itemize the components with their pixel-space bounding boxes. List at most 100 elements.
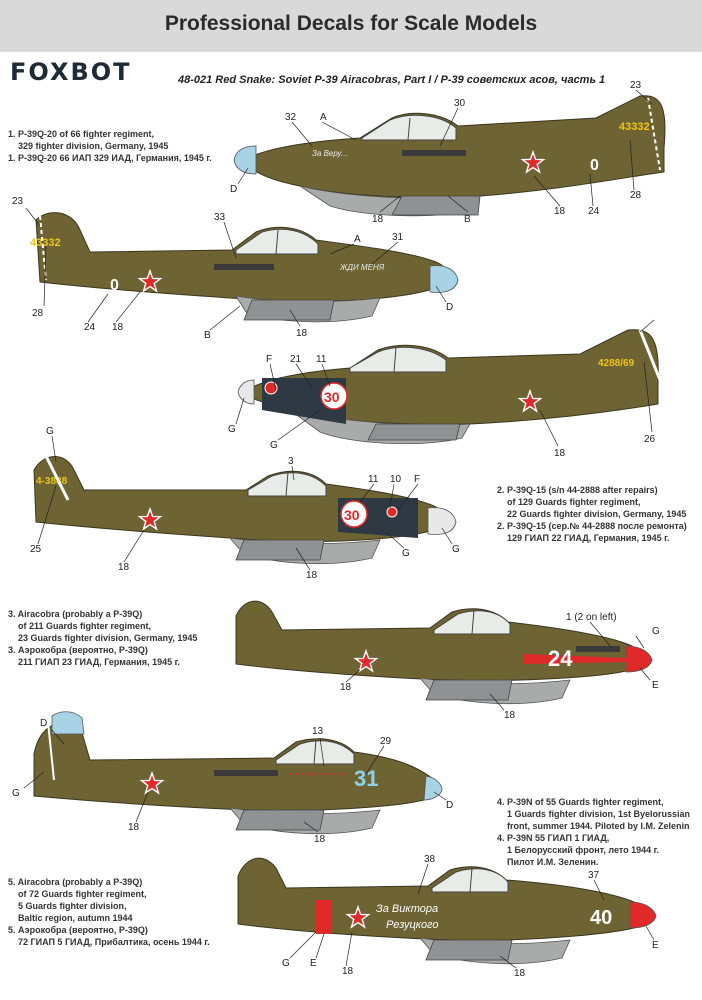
caption-4-line: 1 Белорусский фронт, лето 1944 г. [507,845,659,855]
callout-label: 23 [12,196,24,207]
caption-3-line: 3. Airacobra (probably a P-39Q) [8,609,143,619]
callout-label: 11 [316,354,327,365]
caption-5-line: 5. Аэрокобра (вероятно, P-39Q) [8,925,148,935]
tail-number: 43332 [30,237,61,249]
callout-label: D [230,184,237,195]
callout-label: A [320,112,327,123]
callout-label: 31 [392,232,404,243]
tactical-number: 24 [548,646,573,671]
tail-number: 43332 [619,121,650,133]
slogan: ЖДИ МЕНЯ [339,263,385,272]
caption-1-line: 1. P-39Q-20 66 ИАП 329 ИАД, Германия, 19… [8,153,212,163]
callout-label: 18 [504,710,516,721]
caption-4-line: front, summer 1944. Piloted by I.M. Zele… [507,821,690,831]
callout-label: 1 (2 on left) [566,612,617,623]
callout-label: E [652,940,659,951]
caption-1: 1. P-39Q-20 of 66 fighter regiment, 329 … [8,128,212,164]
callout-label: 32 [285,112,297,123]
callout-label: 18 [296,328,308,339]
caption-4-line: Пилот И.М. Зеленин. [507,857,599,867]
tactical-number: 0 [590,157,599,174]
caption-2-line: 2. P-39Q-15 (сер.№ 44-2888 после ремонта… [497,521,687,531]
slogan: За Веру... [312,149,348,158]
aircraft-4: 30 4-3888 [33,451,457,565]
callout-label: 18 [372,214,384,225]
callout-label: 3 [288,456,294,467]
caption-3-line: of 211 Guards fighter regiment, [18,621,152,631]
callout-label: 28 [630,190,642,201]
callout-label: F [266,354,272,365]
aircraft-5: 24 [235,600,653,705]
caption-2-line: of 129 Guards fighter regiment, [507,497,641,507]
aircraft-2: 0 43332 ЖДИ МЕНЯ [30,212,459,323]
callout-label: D [446,800,453,811]
callout-label: 18 [554,448,566,459]
callout-label: A [354,234,361,245]
callout-label: 26 [644,434,656,445]
callout-label: 38 [424,854,436,865]
callout-label: G [452,544,460,555]
slogan: За Виктора [376,903,438,915]
caption-2: 2. P-39Q-15 (s/n 44-2888 after repairs) … [497,484,687,544]
aircraft-1: 0 43332 За Веру... [233,95,666,217]
caption-4: 4. P-39N of 55 Guards fighter regiment, … [497,796,690,868]
callout-label: 21 [290,354,302,365]
caption-2-line: 22 Guards fighter division, Germany, 194… [507,509,687,519]
aircraft-7: За Виктора Резуцкого 40 [237,857,657,965]
callout-label: 29 [380,736,392,747]
caption-3: 3. Airacobra (probably a P-39Q) of 211 G… [8,608,197,668]
callout-label: 18 [306,570,318,581]
callout-label: 33 [214,212,226,223]
caption-5-line: of 72 Guards fighter regiment, [18,889,147,899]
sheet-subtitle: 48-021 Red Snake: Soviet P-39 Airacobras… [178,74,606,86]
caption-3-line: 3. Аэрокобра (вероятно, P-39Q) [8,645,148,655]
callout-label: F [414,474,420,485]
callout-label: 18 [118,562,130,573]
slogan: Резуцкого [386,919,438,931]
tactical-number: 30 [324,389,340,405]
callout-label: E [652,680,659,691]
banner-title: Professional Decals for Scale Models [164,12,538,35]
callout-label: 30 [454,98,466,109]
callout-label: B [204,330,211,341]
callout-label: 24 [588,206,600,217]
callout-label: 18 [554,206,566,217]
caption-4-line: 4. P-39N 55 ГИАП 1 ГИАД, [497,833,610,843]
caption-3-line: 211 ГИАП 23 ГИАД, Германия, 1945 г. [18,657,180,667]
callout-label: E [310,958,317,969]
callout-label: 10 [390,474,402,485]
callout-label: D [446,302,453,313]
caption-1-line: 1. P-39Q-20 of 66 fighter regiment, [8,129,155,139]
tactical-number: 0 [110,277,119,294]
caption-5-line: 5. Airacobra (probably a P-39Q) [8,877,143,887]
aircraft-3: 30 4288/69 [237,329,662,445]
callout-label: 18 [340,682,352,693]
callout-label: G [228,424,236,435]
caption-5-line: 5 Guards fighter division, [18,901,127,911]
tactical-number: 40 [590,907,612,929]
callout-label: 23 [630,80,642,91]
callout-label: 37 [588,870,600,881]
callout-label: G [402,548,410,559]
callout-label: 18 [314,834,326,845]
caption-5-line: Baltic region, autumn 1944 [18,913,133,923]
callout-label: 28 [32,308,44,319]
callout-label: B [464,214,471,225]
callout-label: 11 [368,474,379,485]
callout-label: 13 [312,726,324,737]
tactical-number: 31 [354,766,378,791]
caption-3-line: 23 Guards fighter division, Germany, 194… [18,633,198,643]
caption-5: 5. Airacobra (probably a P-39Q) of 72 Gu… [8,876,210,948]
callout-label: G [270,440,278,451]
callout-label: G [282,958,290,969]
callout-label: 18 [514,968,526,979]
caption-2-line: 129 ГИАП 22 ГИАД, Германия, 1945 г. [507,533,670,543]
aircraft-6: 31 [33,711,443,835]
tactical-number: 30 [344,507,360,523]
callout-label: 18 [342,966,354,977]
tail-number: 4288/69 [598,358,635,369]
callout-label: 18 [128,822,140,833]
brand-logo: FOXBOT [10,58,132,86]
callout-label: G [652,626,660,637]
